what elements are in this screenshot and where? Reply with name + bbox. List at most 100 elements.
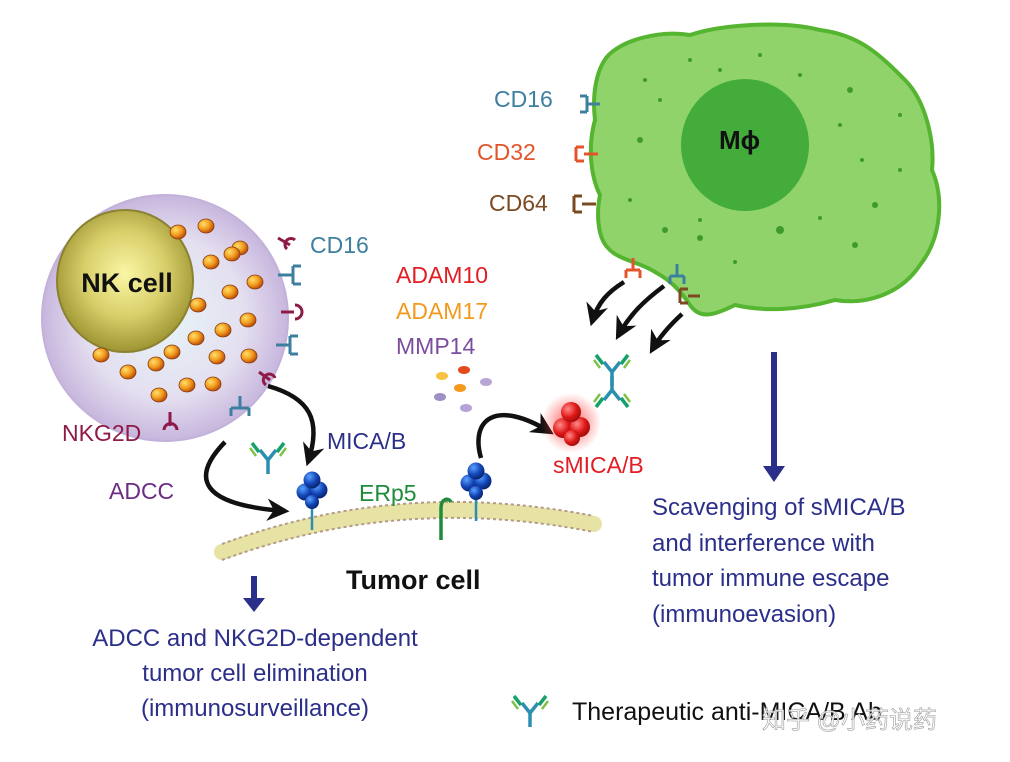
granule — [169, 224, 187, 240]
granule — [163, 344, 181, 360]
granule — [221, 284, 239, 300]
macrophage-receptors — [572, 94, 700, 305]
macrophage-dot — [718, 68, 722, 72]
adcc-label: ADCC — [109, 478, 174, 504]
granule — [202, 254, 220, 270]
outcome-left-line-1: ADCC and NKG2D-dependent — [92, 625, 418, 652]
macrophage-dot — [697, 235, 703, 241]
soluble-mica — [541, 393, 601, 453]
outcome-left-text: ADCC and NKG2D-dependent tumor cell elim… — [92, 625, 418, 722]
macrophage-dot — [898, 168, 902, 172]
granule — [187, 330, 205, 346]
mac-cd64-bottom — [678, 287, 700, 305]
granule — [189, 297, 207, 313]
nkg2d-receptor-2 — [281, 303, 304, 321]
nkg2d-arrow — [267, 383, 325, 467]
nkg2d-receptor-1 — [277, 236, 296, 251]
tumor-membrane — [214, 500, 602, 561]
granule — [204, 376, 222, 392]
mac-cd16-bottom — [668, 264, 686, 284]
macrophage-dot — [838, 123, 842, 127]
arrow-down-right — [763, 352, 785, 482]
erp5-label: ERp5 — [359, 480, 417, 506]
adam10-label: ADAM10 — [396, 262, 488, 288]
macrophage-dot — [698, 218, 702, 222]
nk-cell: NK cell — [41, 194, 289, 442]
outcome-right-line-3: tumor immune escape — [652, 565, 889, 592]
granule — [119, 364, 137, 380]
outcome-left-line-3: (immunosurveillance) — [141, 695, 369, 722]
macrophage-label: Mϕ — [719, 125, 760, 155]
granule — [214, 322, 232, 338]
macrophage-dot — [898, 113, 902, 117]
macrophage-granules — [628, 53, 902, 264]
outcome-right-line-4: (immunoevasion) — [652, 601, 836, 628]
granule — [246, 274, 264, 290]
mac-cd32-bottom — [624, 258, 642, 278]
macrophage-dot — [872, 202, 878, 208]
granule — [239, 312, 257, 328]
mac-cd64-label: CD64 — [489, 190, 548, 216]
nk-cd16-label: CD16 — [310, 232, 369, 258]
macrophage-dot — [643, 78, 647, 82]
granule — [178, 377, 196, 393]
bound-therapeutic-antibody — [248, 441, 288, 476]
nk-receptors — [162, 236, 304, 431]
mica-label: MICA/B — [327, 428, 406, 454]
granule — [240, 348, 258, 364]
nk-cell-label: NK cell — [81, 268, 173, 298]
macrophage-dot — [688, 58, 692, 62]
mac-cd32-label: CD32 — [477, 139, 536, 165]
nkg2d-label: NKG2D — [62, 420, 141, 446]
outcome-right-line-1: Scavenging of sMICA/B — [652, 494, 905, 521]
granule — [150, 387, 168, 403]
protease-particles — [434, 366, 492, 412]
macrophage-dot — [733, 260, 737, 264]
macrophage-dot — [798, 73, 802, 77]
macrophage-dot — [637, 137, 643, 143]
granule — [92, 347, 110, 363]
nk-arrows — [204, 383, 325, 521]
protease-labels: ADAM10 ADAM17 MMP14 — [396, 262, 488, 359]
macrophage-dot — [852, 242, 858, 248]
macrophage: Mϕ — [588, 22, 942, 317]
cytotoxic-granules — [92, 218, 264, 403]
outcome-left-line-2: tumor cell elimination — [142, 660, 367, 687]
arrow-down-left — [243, 576, 265, 612]
outcome-right-text: Scavenging of sMICA/B and interference w… — [652, 494, 905, 628]
ab-mica-complex-antibody-2 — [592, 374, 632, 409]
mac-cd16-receptor — [580, 94, 600, 114]
mac-cd32-receptor — [574, 145, 598, 163]
outcome-right-line-2: and interference with — [652, 530, 875, 557]
macrophage-dot — [662, 227, 668, 233]
macrophage-dot — [758, 53, 762, 57]
watermark: 知乎 @小药说药 — [762, 707, 937, 734]
macrophage-arrows — [586, 280, 684, 354]
mmp14-label: MMP14 — [396, 333, 475, 359]
granule — [147, 356, 165, 372]
tumor-cell-label: Tumor cell — [346, 565, 481, 595]
granule — [223, 246, 241, 262]
nk-cd16-receptor-1 — [278, 264, 301, 286]
macrophage-dot — [818, 216, 822, 220]
nk-cd16-receptor-3 — [229, 396, 251, 416]
shedding-arrow — [476, 412, 554, 459]
macrophage-dot — [628, 198, 632, 202]
adcc-arrow — [204, 440, 290, 521]
legend-label: Therapeutic anti-MICA/B Ab — [572, 698, 882, 726]
macrophage-dot — [847, 87, 853, 93]
nk-cd16-receptor-2 — [276, 334, 298, 356]
mac-cd64-receptor — [572, 194, 596, 214]
erp5 — [439, 497, 453, 540]
macrophage-dot — [658, 98, 662, 102]
legend: Therapeutic anti-MICA/B Ab — [510, 694, 882, 729]
macrophage-dot — [776, 226, 784, 234]
adam17-label: ADAM17 — [396, 298, 488, 324]
legend-antibody-icon — [510, 694, 550, 729]
granule — [208, 349, 226, 365]
macrophage-dot — [860, 158, 864, 162]
nkg2d-receptor-3 — [258, 370, 277, 387]
nkg2d-receptor-4 — [162, 412, 179, 431]
mac-cd16-label: CD16 — [494, 86, 553, 112]
